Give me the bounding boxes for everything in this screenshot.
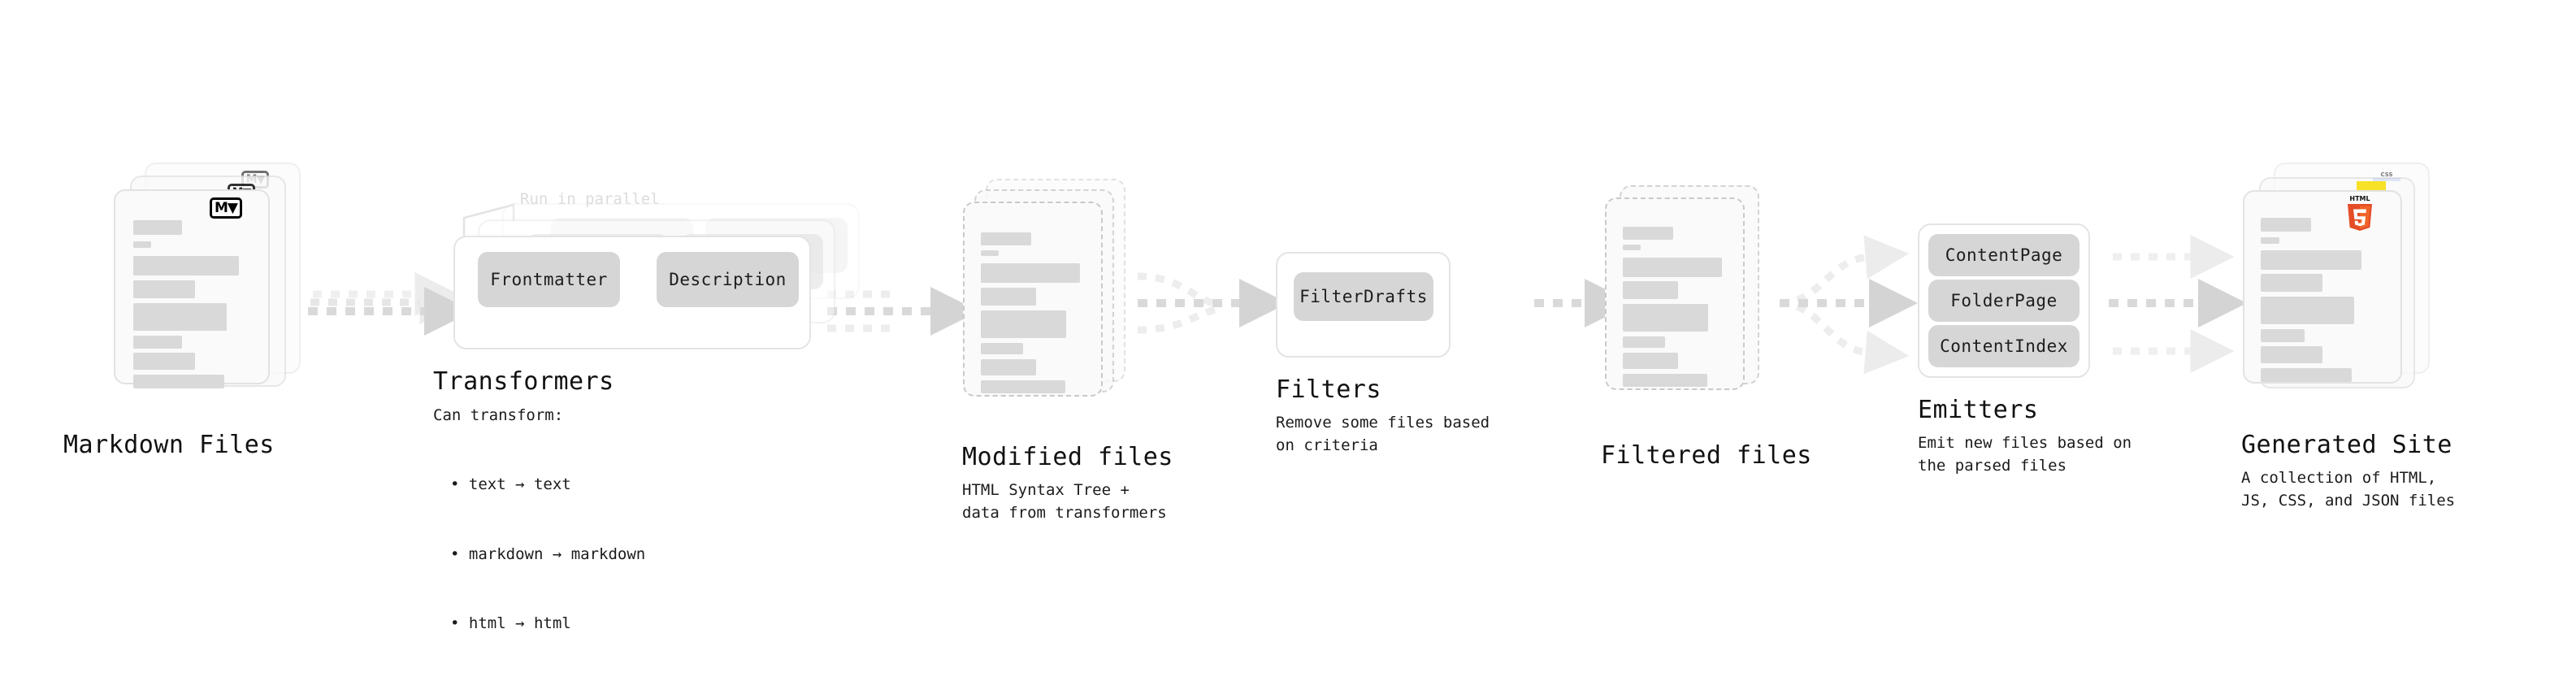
transformers-description-heading: Can transform:	[433, 406, 564, 424]
transformers-bullets: • text → text • markdown → markdown • ht…	[450, 427, 645, 681]
skeleton-bar	[981, 359, 1036, 375]
skeleton-bar	[133, 353, 195, 370]
emitter-pill-contentindex[interactable]: ContentIndex	[1928, 325, 2079, 367]
stage-modified-files: Modified files HTML Syntax Tree + data f…	[962, 179, 1173, 522]
transformers-bullet-item: • html → html	[450, 614, 571, 632]
markdown-card-front	[114, 189, 270, 388]
skeleton-bar	[1623, 281, 1678, 299]
skeleton-bar	[981, 263, 1080, 283]
markdown-card-stack: M▼ M▼ M▼	[114, 163, 301, 423]
skeleton-bar	[981, 343, 1023, 354]
arrow-transformers-to-modified	[827, 287, 979, 336]
skeleton-bar	[2261, 250, 2361, 270]
label-generated-site: Generated Site	[2241, 431, 2452, 459]
skeleton-bar	[2261, 297, 2354, 324]
skeleton-bar	[981, 288, 1036, 306]
skeleton-bar	[1623, 258, 1722, 277]
stage-markdown-files: M▼ M▼ M▼ Markdown Files	[63, 163, 301, 459]
emitter-pill-folderpage-label: FolderPage	[1950, 291, 2058, 310]
arrow-markdown-to-transformers	[308, 272, 473, 336]
skeleton-bar	[981, 380, 1065, 393]
skeleton-bar	[1623, 227, 1673, 240]
filtered-card-stack	[1605, 185, 1784, 421]
skeleton-bar	[133, 241, 151, 248]
filter-pill-filterdrafts[interactable]: FilterDrafts	[1294, 272, 1433, 321]
skeleton-bar	[981, 310, 1066, 338]
generated-site-description: A collection of HTML, JS, CSS, and JSON …	[2241, 469, 2456, 510]
label-filtered-files: Filtered files	[1601, 441, 1812, 470]
markdown-badge-text: M▼	[215, 199, 238, 216]
skeleton-bar	[2261, 329, 2305, 342]
skeleton-bar	[1623, 304, 1708, 332]
filtered-card-front	[1605, 197, 1745, 390]
modified-card-front	[963, 202, 1103, 397]
skeleton-bar	[2261, 368, 2352, 382]
arrow-modified-to-filters	[1137, 272, 1288, 334]
skeleton-bar	[133, 336, 182, 349]
emitters-description: Emit new files based on the parsed files	[1918, 434, 2132, 475]
svg-text:HTML: HTML	[2349, 195, 2370, 202]
site-card-stack: CSS HTML	[2243, 163, 2438, 423]
skeleton-bar	[1623, 336, 1665, 348]
skeleton-bar	[1623, 353, 1678, 369]
css-badge-text: CSS	[2380, 171, 2393, 178]
site-card-front-html	[2243, 190, 2402, 384]
label-modified-files: Modified files	[962, 443, 1173, 471]
stage-filtered-files: Filtered files	[1601, 185, 1811, 470]
label-emitters: Emitters	[1918, 396, 2039, 424]
label-transformers: Transformers	[433, 367, 614, 396]
label-filters: Filters	[1276, 375, 1381, 404]
skeleton-bar	[2261, 218, 2311, 232]
filters-description: Remove some files based on criteria	[1276, 414, 1490, 454]
stage-generated-site: CSS HTML	[2241, 163, 2455, 510]
modified-files-description: HTML Syntax Tree + data from transformer…	[962, 481, 1167, 522]
arrow-filtered-to-emitters	[1779, 235, 1918, 375]
skeleton-bar	[2261, 346, 2322, 363]
skeleton-bar	[981, 250, 999, 256]
transformers-bullet-item: • markdown → markdown	[450, 544, 646, 563]
transformer-pill-frontmatter-label: Frontmatter	[490, 270, 608, 289]
skeleton-bar	[133, 303, 227, 331]
filter-pill-filterdrafts-label: FilterDrafts	[1299, 287, 1428, 306]
skeleton-bar	[2261, 237, 2279, 244]
skeleton-bar	[133, 280, 195, 298]
transformers-bullet-item: • text → text	[450, 475, 571, 493]
annotation-run-in-parallel: Run in parallel	[520, 190, 660, 208]
skeleton-bar	[1623, 374, 1707, 387]
markdown-badge-icon: M▼	[210, 197, 242, 219]
modified-card-stack	[963, 179, 1150, 423]
emitter-pill-folderpage[interactable]: FolderPage	[1928, 280, 2079, 322]
skeleton-bar	[133, 220, 182, 235]
skeleton-bar	[981, 232, 1031, 245]
skeleton-bar	[133, 375, 224, 388]
html5-badge-icon: HTML	[2344, 193, 2376, 231]
emitter-pill-contentpage[interactable]: ContentPage	[1928, 234, 2079, 276]
emitter-pill-contentpage-label: ContentPage	[1945, 245, 2063, 265]
transformer-pill-description[interactable]: Description	[657, 252, 799, 307]
skeleton-bar	[133, 256, 239, 275]
transformer-pill-frontmatter[interactable]: Frontmatter	[478, 252, 620, 307]
emitter-pill-contentindex-label: ContentIndex	[1940, 336, 2068, 356]
skeleton-bar	[2261, 274, 2322, 292]
skeleton-bar	[1623, 245, 1641, 250]
transformer-pill-description-label: Description	[669, 270, 787, 289]
label-markdown-files: Markdown Files	[63, 431, 275, 459]
arrow-emitters-to-site	[2109, 235, 2247, 373]
